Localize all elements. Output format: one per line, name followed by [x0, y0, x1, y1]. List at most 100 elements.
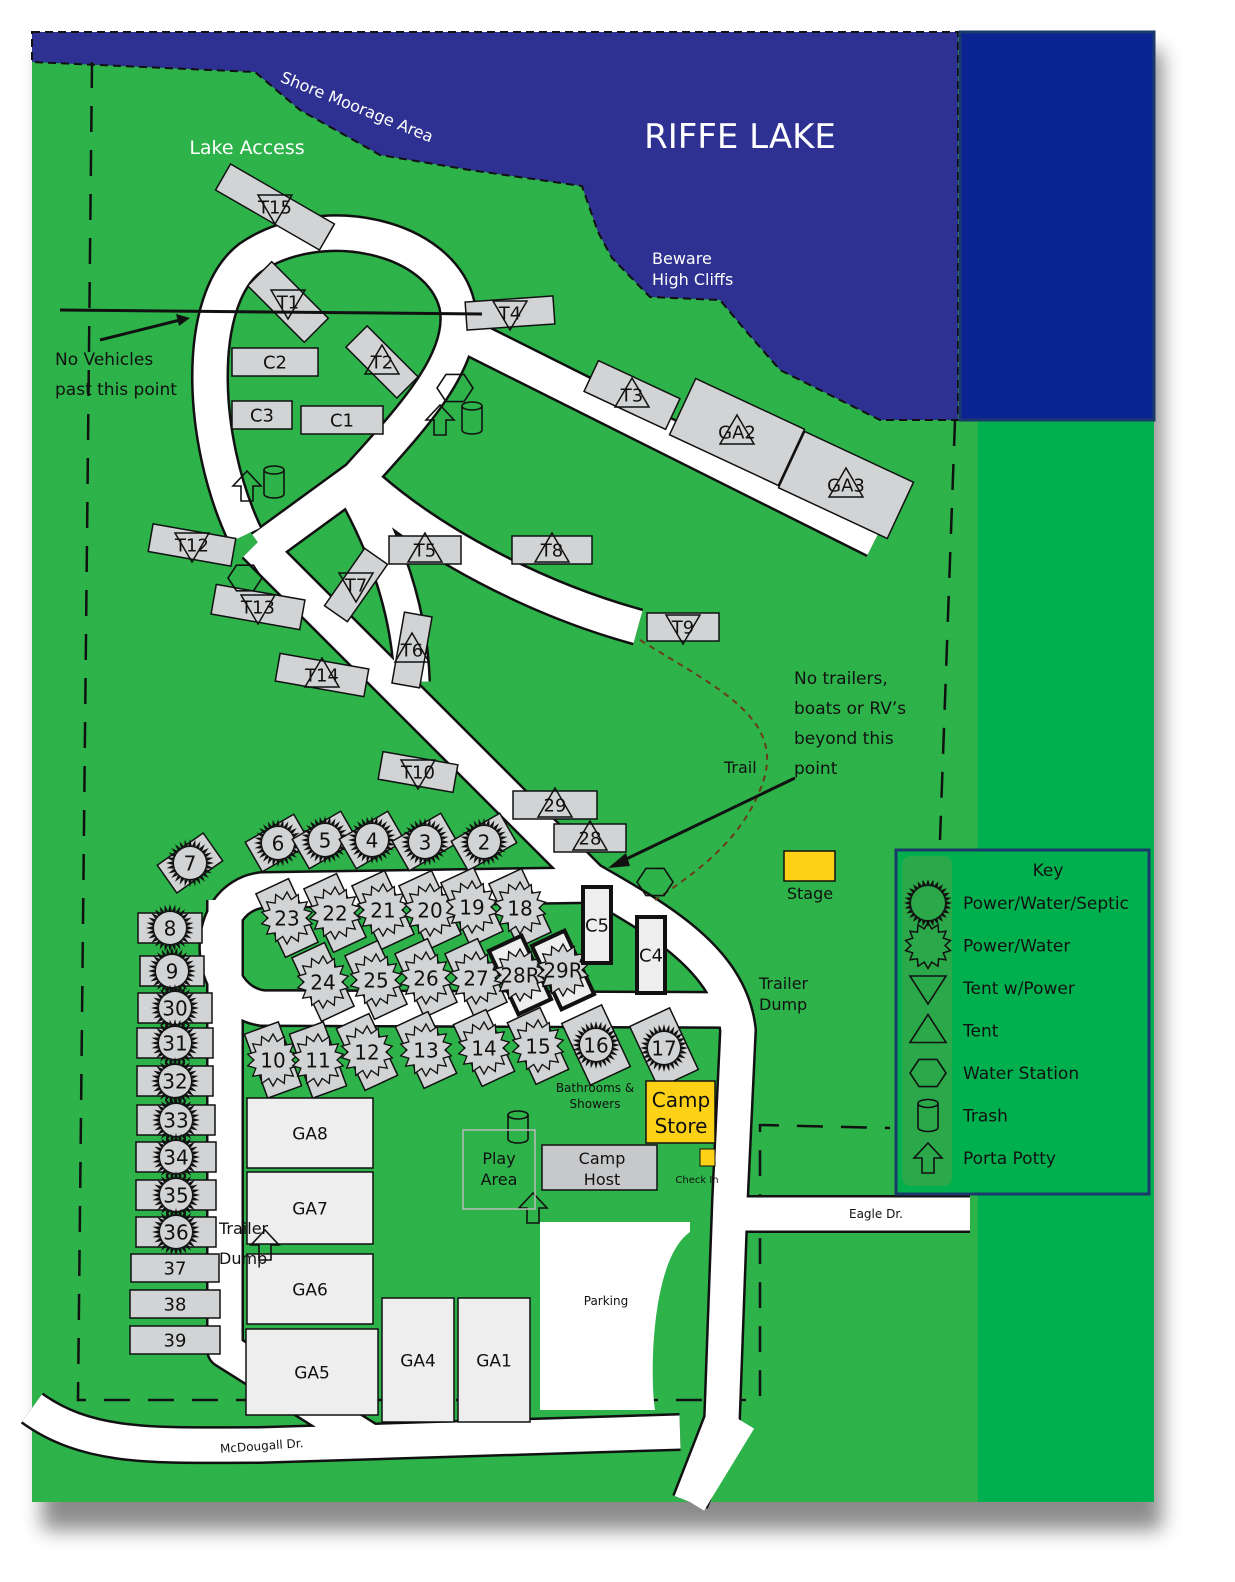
- stage: [783, 850, 836, 882]
- campsite-3[interactable]: 3: [391, 812, 459, 872]
- campsite-t5[interactable]: T5: [388, 531, 462, 565]
- campsite-8[interactable]: 8: [137, 904, 203, 952]
- legend-label: Porta Potty: [963, 1149, 1056, 1169]
- campsite-30[interactable]: 30: [137, 984, 213, 1032]
- site-label: T10: [400, 763, 435, 784]
- campsite-ga2[interactable]: GA2: [668, 377, 806, 487]
- campsite-38[interactable]: 38: [129, 1289, 221, 1319]
- campsite-14[interactable]: 14: [452, 1008, 516, 1088]
- site-label: GA3: [827, 476, 865, 497]
- site-label: C3: [250, 406, 274, 427]
- site-label: 14: [471, 1036, 496, 1060]
- campsite-t12[interactable]: T12: [147, 523, 237, 567]
- campsite-35[interactable]: 35: [135, 1171, 217, 1219]
- campsite-21[interactable]: 21: [350, 869, 416, 951]
- campsite-25[interactable]: 25: [343, 939, 409, 1021]
- site-pad: [511, 535, 593, 565]
- tent-icon: [718, 413, 756, 445]
- bathrooms-label: Bathrooms &: [556, 1081, 634, 1095]
- campsite-31[interactable]: 31: [136, 1019, 214, 1067]
- campsite-t7[interactable]: T7: [323, 547, 389, 623]
- campsite-27[interactable]: 27: [443, 937, 509, 1019]
- campsite-24[interactable]: 24: [290, 941, 356, 1023]
- campsite-37[interactable]: 37: [130, 1253, 220, 1283]
- legend-label: Water Station: [963, 1064, 1079, 1084]
- campsite-ga8[interactable]: GA8: [246, 1097, 374, 1169]
- campsite-t10[interactable]: T10: [377, 750, 459, 794]
- camp-store[interactable]: [645, 1080, 716, 1144]
- site-label: T1: [276, 293, 299, 314]
- campsite-16[interactable]: 16: [560, 1003, 632, 1087]
- campsite-t15[interactable]: T15: [214, 162, 336, 252]
- campsite-c1[interactable]: C1: [300, 405, 384, 435]
- site-circle: [159, 1027, 191, 1059]
- campsite-18[interactable]: 18: [487, 867, 553, 949]
- campsite-t3[interactable]: T3: [583, 359, 681, 431]
- campsite-10[interactable]: 10: [243, 1020, 303, 1100]
- trash-icon: [917, 1098, 939, 1133]
- campsite-t9[interactable]: T9: [646, 612, 720, 646]
- campsite-ga4[interactable]: GA4: [381, 1297, 455, 1423]
- power-water-icon: [260, 890, 314, 946]
- campsite-26[interactable]: 26: [393, 937, 459, 1019]
- campsite-t4[interactable]: T4: [464, 295, 556, 332]
- campsite-39[interactable]: 39: [129, 1325, 221, 1355]
- site-pad: [231, 400, 293, 430]
- campsite-c5[interactable]: C5: [581, 885, 613, 965]
- power-water-icon: [308, 885, 362, 941]
- campsite-5[interactable]: 5: [291, 810, 359, 870]
- campsite-36[interactable]: 36: [135, 1208, 217, 1256]
- power-water-icon: [246, 1032, 300, 1088]
- campsite-20[interactable]: 20: [397, 869, 463, 951]
- campsite-34[interactable]: 34: [135, 1133, 217, 1181]
- campsite-29r[interactable]: 29R: [529, 928, 597, 1012]
- site-label: 17: [651, 1036, 676, 1060]
- campsite-22[interactable]: 22: [302, 872, 368, 954]
- campsite-19[interactable]: 19: [439, 866, 505, 948]
- campsite-15[interactable]: 15: [506, 1006, 570, 1086]
- campsite-28[interactable]: 28: [553, 819, 627, 853]
- campsite-4[interactable]: 4: [338, 810, 406, 870]
- campsite-9[interactable]: 9: [139, 947, 205, 995]
- site-circle: [174, 847, 206, 879]
- legend-item: Tent: [908, 1013, 999, 1044]
- site-circle: [409, 826, 441, 858]
- site-pad: [512, 790, 598, 820]
- campsite-29[interactable]: 29: [512, 786, 598, 820]
- site-circle: [160, 1141, 192, 1173]
- campsite-t14[interactable]: T14: [274, 652, 370, 698]
- campsite-2[interactable]: 2: [450, 812, 518, 872]
- campsite-c4[interactable]: C4: [635, 915, 667, 995]
- site-label: 20: [417, 898, 442, 922]
- campsite-t6[interactable]: T6: [391, 611, 433, 689]
- campsite-11[interactable]: 11: [288, 1020, 348, 1100]
- campsite-32[interactable]: 32: [136, 1057, 214, 1105]
- campsite-ga5[interactable]: GA5: [245, 1328, 379, 1416]
- power-water-icon: [493, 880, 547, 936]
- campsite-t8[interactable]: T8: [511, 531, 593, 565]
- campsite-13[interactable]: 13: [394, 1010, 458, 1090]
- site-label: T14: [304, 666, 339, 687]
- site-label: 16: [583, 1033, 608, 1057]
- trailer-dump-label: Trailer: [758, 974, 809, 993]
- campsite-33[interactable]: 33: [136, 1096, 216, 1144]
- site-label: T8: [540, 541, 563, 562]
- campsite-6[interactable]: 6: [244, 813, 312, 873]
- campsite-t2[interactable]: T2: [344, 324, 420, 400]
- campsite-7[interactable]: 7: [156, 831, 224, 895]
- power-water-icon: [349, 952, 403, 1008]
- campsite-12[interactable]: 12: [335, 1012, 399, 1092]
- campsite-23[interactable]: 23: [254, 877, 320, 959]
- site-label: GA8: [292, 1124, 328, 1144]
- campsite-ga7[interactable]: GA7: [246, 1171, 374, 1245]
- campsite-t13[interactable]: T13: [210, 583, 306, 631]
- site-pad: [231, 347, 319, 377]
- campsite-c2[interactable]: C2: [231, 347, 319, 377]
- campsite-ga6[interactable]: GA6: [246, 1253, 374, 1325]
- campsite-ga3[interactable]: GA3: [777, 430, 915, 540]
- campsite-17[interactable]: 17: [628, 1006, 700, 1090]
- campsite-ga1[interactable]: GA1: [457, 1297, 531, 1423]
- campsite-t1[interactable]: T1: [246, 260, 330, 344]
- tent-icon: [303, 656, 341, 688]
- campsite-c3[interactable]: C3: [231, 400, 293, 430]
